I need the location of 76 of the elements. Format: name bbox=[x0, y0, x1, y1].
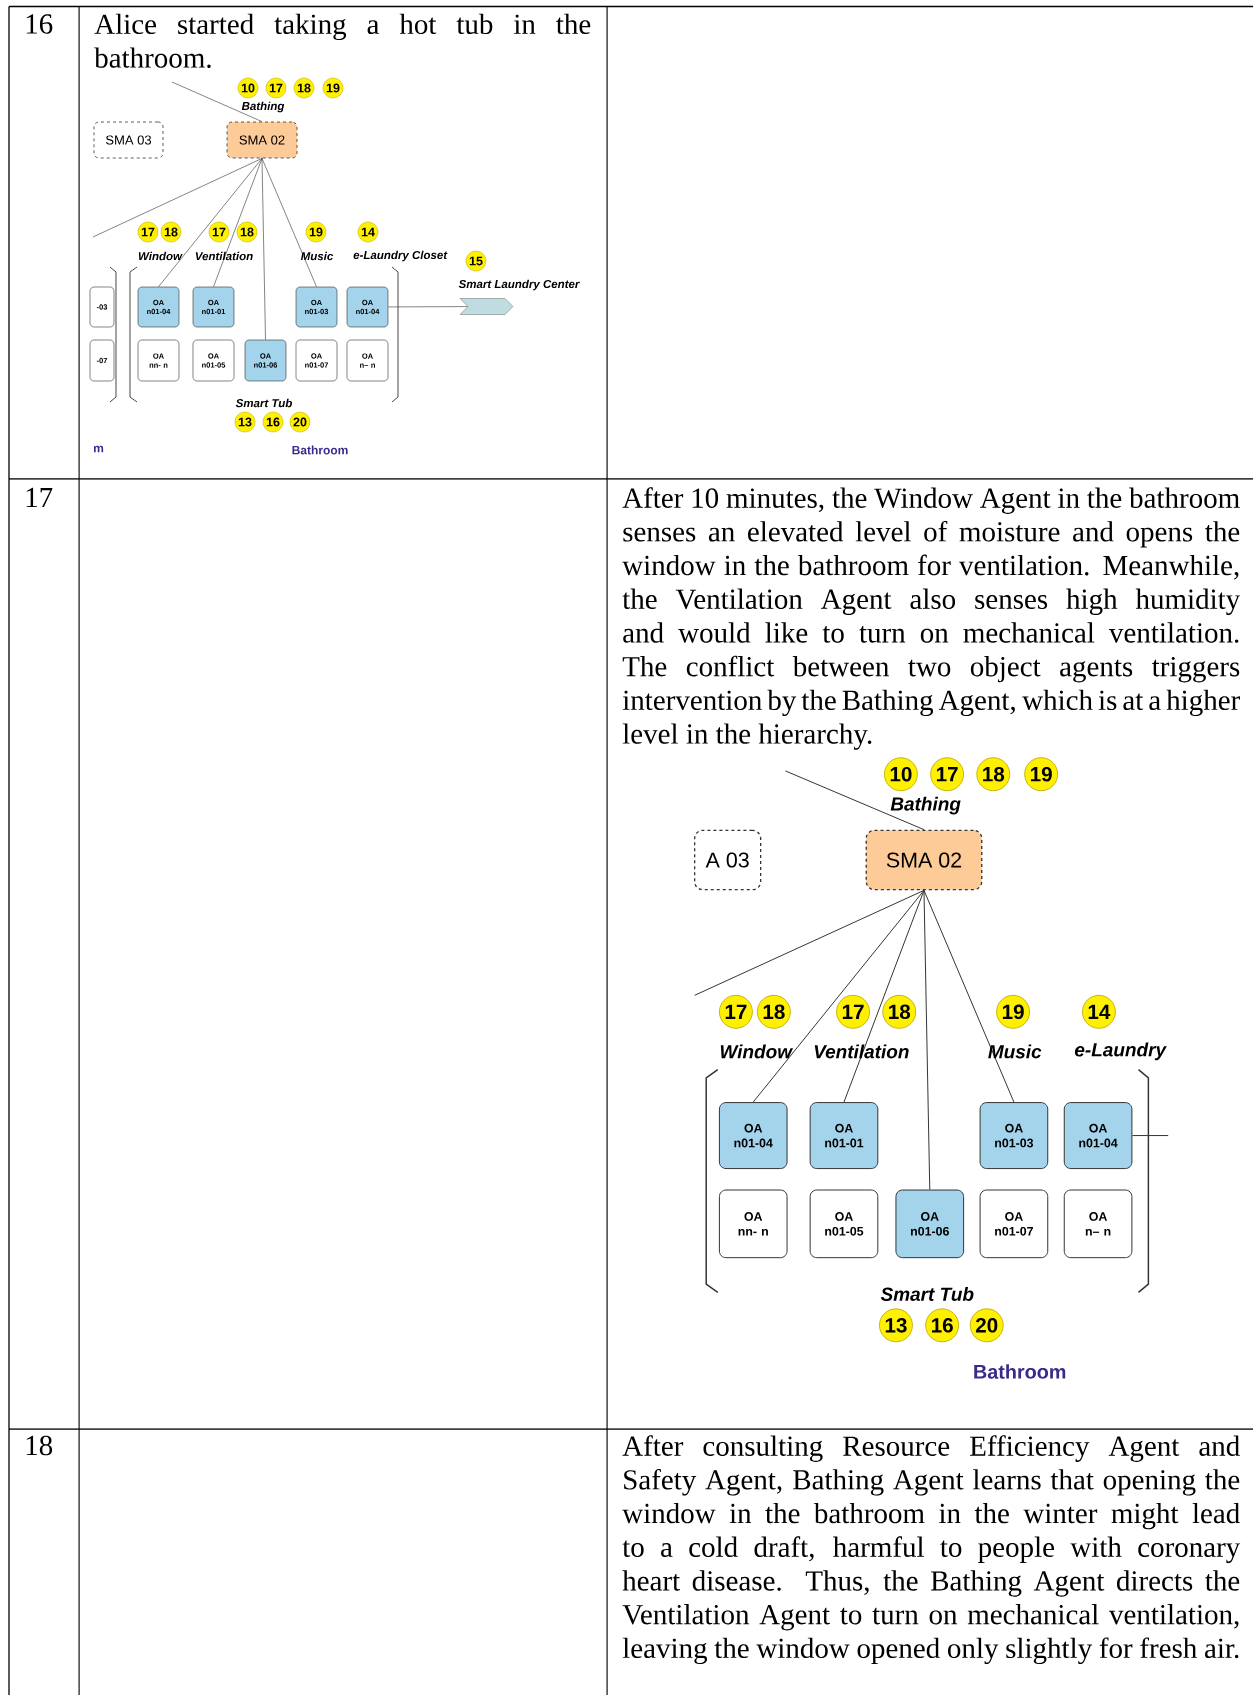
number-badge: 19 bbox=[1024, 757, 1059, 792]
number-badge: 18 bbox=[236, 221, 258, 243]
number-badge: 20 bbox=[969, 1308, 1004, 1343]
connector-line bbox=[784, 770, 925, 831]
number-badge: 14 bbox=[1082, 994, 1116, 1029]
connector-line bbox=[694, 889, 925, 996]
agent-label: Ventilation bbox=[195, 251, 253, 261]
agent-box: A 03 bbox=[694, 829, 762, 891]
number-badge: 18 bbox=[160, 221, 182, 243]
number-badge: 10 bbox=[237, 77, 259, 99]
connector-line bbox=[158, 158, 263, 287]
object-agent-box: OA n01-07 bbox=[979, 1189, 1049, 1259]
object-agent-box: OA n01-04 bbox=[1063, 1102, 1133, 1170]
connector-line bbox=[923, 889, 931, 1190]
agent-label: e-Laundry bbox=[1074, 1042, 1167, 1061]
number-badge: 15 bbox=[465, 250, 487, 272]
room-label: m bbox=[94, 445, 104, 453]
connector-line bbox=[923, 889, 1015, 1103]
agent-label: Bathing bbox=[890, 796, 961, 815]
connector-line bbox=[261, 158, 266, 340]
number-badge: 18 bbox=[756, 994, 791, 1029]
object-agent-box: OA n01-03 bbox=[979, 1102, 1049, 1170]
number-badge: 19 bbox=[305, 221, 327, 243]
number-badge: 19 bbox=[996, 994, 1030, 1029]
number-badge: 16 bbox=[925, 1308, 960, 1343]
object-agent-box: OA n– n bbox=[1063, 1189, 1133, 1259]
agent-box: SMA 03 bbox=[93, 121, 164, 159]
agent-label: Bathing bbox=[241, 101, 285, 113]
number-badge: 17 bbox=[137, 221, 159, 243]
object-agent-box: OA n01-06 bbox=[895, 1189, 965, 1259]
row-number: 16 bbox=[26, 14, 53, 34]
connector-line bbox=[213, 158, 263, 287]
number-badge: 17 bbox=[836, 994, 870, 1029]
object-agent-box: OA n01-04 bbox=[718, 1102, 788, 1170]
agent-label: Ventilation bbox=[814, 1044, 909, 1059]
number-badge: 14 bbox=[357, 221, 379, 243]
agent-label: Window bbox=[138, 251, 183, 261]
cell-text: After consulting Resource Efficiency Agent and Safety Agent, Bathing Agent learns that opening the window in the bathroom in the winter might lead to a cold draft, harmful to people with coronary heart disease. Thus, the Bathing Agent directs the Ventilation Agent to turn on mechanical ventilation, leaving the window opened only slightly for fresh air. bbox=[622, 1435, 1241, 1665]
row-number: 17 bbox=[26, 487, 53, 507]
number-badge: 16 bbox=[262, 411, 284, 433]
number-badge: 10 bbox=[884, 757, 918, 792]
number-badge: 17 bbox=[265, 77, 287, 99]
object-agent-box: OA nn- n bbox=[718, 1189, 788, 1259]
number-badge: 17 bbox=[930, 757, 964, 792]
connector-line bbox=[171, 81, 263, 122]
node-caption: Smart Laundry Center bbox=[458, 279, 580, 291]
room-label: Bathroom bbox=[292, 445, 348, 455]
agent-box: SMA 02 bbox=[865, 829, 983, 891]
room-label: Bathroom bbox=[974, 1364, 1066, 1379]
number-badge: 17 bbox=[719, 994, 753, 1029]
connector-line bbox=[261, 158, 317, 287]
agent-label: Music bbox=[988, 1044, 1042, 1059]
agent-label: Smart Tub bbox=[235, 398, 292, 408]
agent-box: SMA 02 bbox=[226, 121, 298, 159]
agent-label: Smart Tub bbox=[880, 1287, 974, 1301]
number-badge: 13 bbox=[234, 411, 256, 433]
cell-text: After 10 minutes, the Window Agent in the bathroom senses an elevated level of moisture and opens the window in the bathroom for ventilation. Meanwhile, the Ventilation Agent also senses high humidity and would like to turn on mechanical ventilation. The conflict between two object agents triggers intervention by the Bathing Agent, which is at a higher level in the hierarchy. bbox=[622, 487, 1241, 750]
number-badge: 18 bbox=[293, 77, 315, 99]
agent-label: Music bbox=[300, 251, 334, 261]
number-badge: 18 bbox=[882, 994, 917, 1029]
agent-label: Window bbox=[720, 1044, 793, 1059]
number-badge: 19 bbox=[322, 77, 344, 99]
connector-line bbox=[92, 158, 263, 238]
connector-line bbox=[1131, 1135, 1169, 1137]
number-badge: 13 bbox=[879, 1308, 913, 1343]
agent-label: e-Laundry Closet bbox=[353, 250, 448, 262]
connector-line bbox=[843, 889, 925, 1103]
number-badge: 17 bbox=[208, 221, 230, 243]
number-badge: 18 bbox=[976, 757, 1011, 792]
connector-line bbox=[752, 889, 925, 1103]
object-agent-box: OA n01-05 bbox=[809, 1189, 879, 1259]
object-agent-box: OA n01-01 bbox=[809, 1102, 879, 1170]
row-number: 18 bbox=[26, 1435, 53, 1456]
number-badge: 20 bbox=[289, 411, 311, 433]
cell-text: Alice started taking a hot tub in the bathroom. bbox=[94, 13, 591, 68]
connector-line bbox=[388, 306, 468, 308]
